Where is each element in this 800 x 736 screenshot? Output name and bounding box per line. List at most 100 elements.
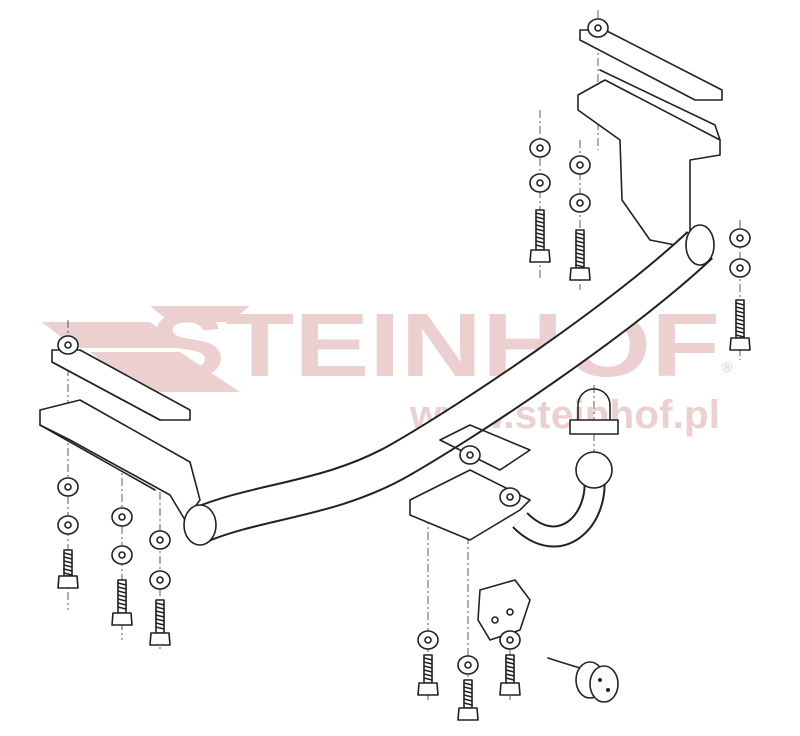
bolt-thread [735, 306, 745, 310]
tow-bar-tube [183, 224, 715, 546]
bolt-thread [505, 673, 515, 677]
bolt-head [569, 267, 591, 281]
washer-hole [576, 199, 584, 207]
bolt-thread [535, 236, 545, 240]
bolt-thread [63, 560, 73, 564]
bolt-thread [117, 586, 127, 590]
bolt-thread [117, 606, 127, 610]
electrical-socket [547, 657, 619, 703]
bolt-thread [735, 326, 745, 330]
bolt-thread [117, 598, 127, 602]
bolt-thread [63, 568, 73, 572]
ball-mounting-plate [409, 424, 531, 541]
washer-hole [118, 513, 126, 521]
bolt-thread [463, 702, 473, 706]
bolt-thread [63, 564, 73, 568]
watermark-registered: ® [722, 359, 733, 375]
washer-hole [424, 636, 432, 644]
ball-cap [569, 388, 619, 435]
washer [111, 507, 133, 527]
bolt-thread [735, 318, 745, 322]
bolt-thread [575, 244, 585, 248]
washer [529, 138, 551, 158]
washer-hole [118, 551, 126, 559]
bolt-thread [463, 686, 473, 690]
washer [459, 445, 481, 465]
bolt-thread [155, 610, 165, 614]
bolt-head [457, 707, 479, 721]
washer-hole [736, 234, 744, 242]
bolt-thread [735, 330, 745, 334]
washer-hole [536, 179, 544, 187]
bolt-thread [735, 310, 745, 314]
bolt-thread [575, 236, 585, 240]
bolt-head [111, 612, 133, 626]
washer-hole [576, 161, 584, 169]
bolt-thread [575, 232, 585, 236]
bolt-thread [575, 248, 585, 252]
bolt-thread [735, 314, 745, 318]
bolt-thread [63, 572, 73, 576]
bolt-thread [463, 682, 473, 686]
right-strap-plate [577, 29, 723, 251]
washer [729, 258, 751, 278]
washer-hole [736, 264, 744, 272]
bolt-thread [535, 232, 545, 236]
bolt-head [499, 682, 521, 696]
washer [57, 515, 79, 535]
bolt-thread [423, 677, 433, 681]
washer [569, 155, 591, 175]
socket-plate [477, 579, 531, 641]
washer-hole [156, 576, 164, 584]
bolt-sets [57, 18, 751, 721]
bolt-thread [735, 302, 745, 306]
bolt-thread [423, 673, 433, 677]
washer-hole [156, 536, 164, 544]
washer [457, 655, 479, 675]
washer-hole [466, 451, 474, 459]
washer-hole [64, 341, 72, 349]
washer [587, 18, 609, 38]
bolt-thread [117, 582, 127, 586]
bolt-head [529, 249, 551, 263]
washer-hole [506, 636, 514, 644]
bolt-thread [505, 661, 515, 665]
bolt-thread [535, 216, 545, 220]
bolt-thread [463, 694, 473, 698]
washer [529, 173, 551, 193]
bolt-thread [155, 602, 165, 606]
washer [417, 630, 439, 650]
bolt-thread [423, 665, 433, 669]
washer-hole [536, 144, 544, 152]
bolt-thread [155, 622, 165, 626]
bolt-thread [735, 322, 745, 326]
washer [499, 630, 521, 650]
washer-hole [506, 493, 514, 501]
bolt-thread [155, 618, 165, 622]
washer-hole [64, 483, 72, 491]
left-strap-plate [51, 349, 191, 421]
bolt-thread [575, 256, 585, 260]
bolt-thread [505, 657, 515, 661]
bolt-head [417, 682, 439, 696]
bolt-thread [463, 690, 473, 694]
bolt-thread [155, 614, 165, 618]
bolt-thread [117, 590, 127, 594]
washer [729, 228, 751, 248]
washer-hole [64, 521, 72, 529]
bolt-thread [535, 212, 545, 216]
washer [57, 477, 79, 497]
bolt-thread [155, 626, 165, 630]
bolt-thread [117, 594, 127, 598]
washer [149, 570, 171, 590]
bolt-thread [117, 602, 127, 606]
bolt-thread [505, 669, 515, 673]
bolt-thread [535, 228, 545, 232]
bolt-thread [423, 657, 433, 661]
bolt-thread [575, 240, 585, 244]
washer [111, 545, 133, 565]
washer-hole [594, 24, 602, 32]
bolt-thread [535, 240, 545, 244]
